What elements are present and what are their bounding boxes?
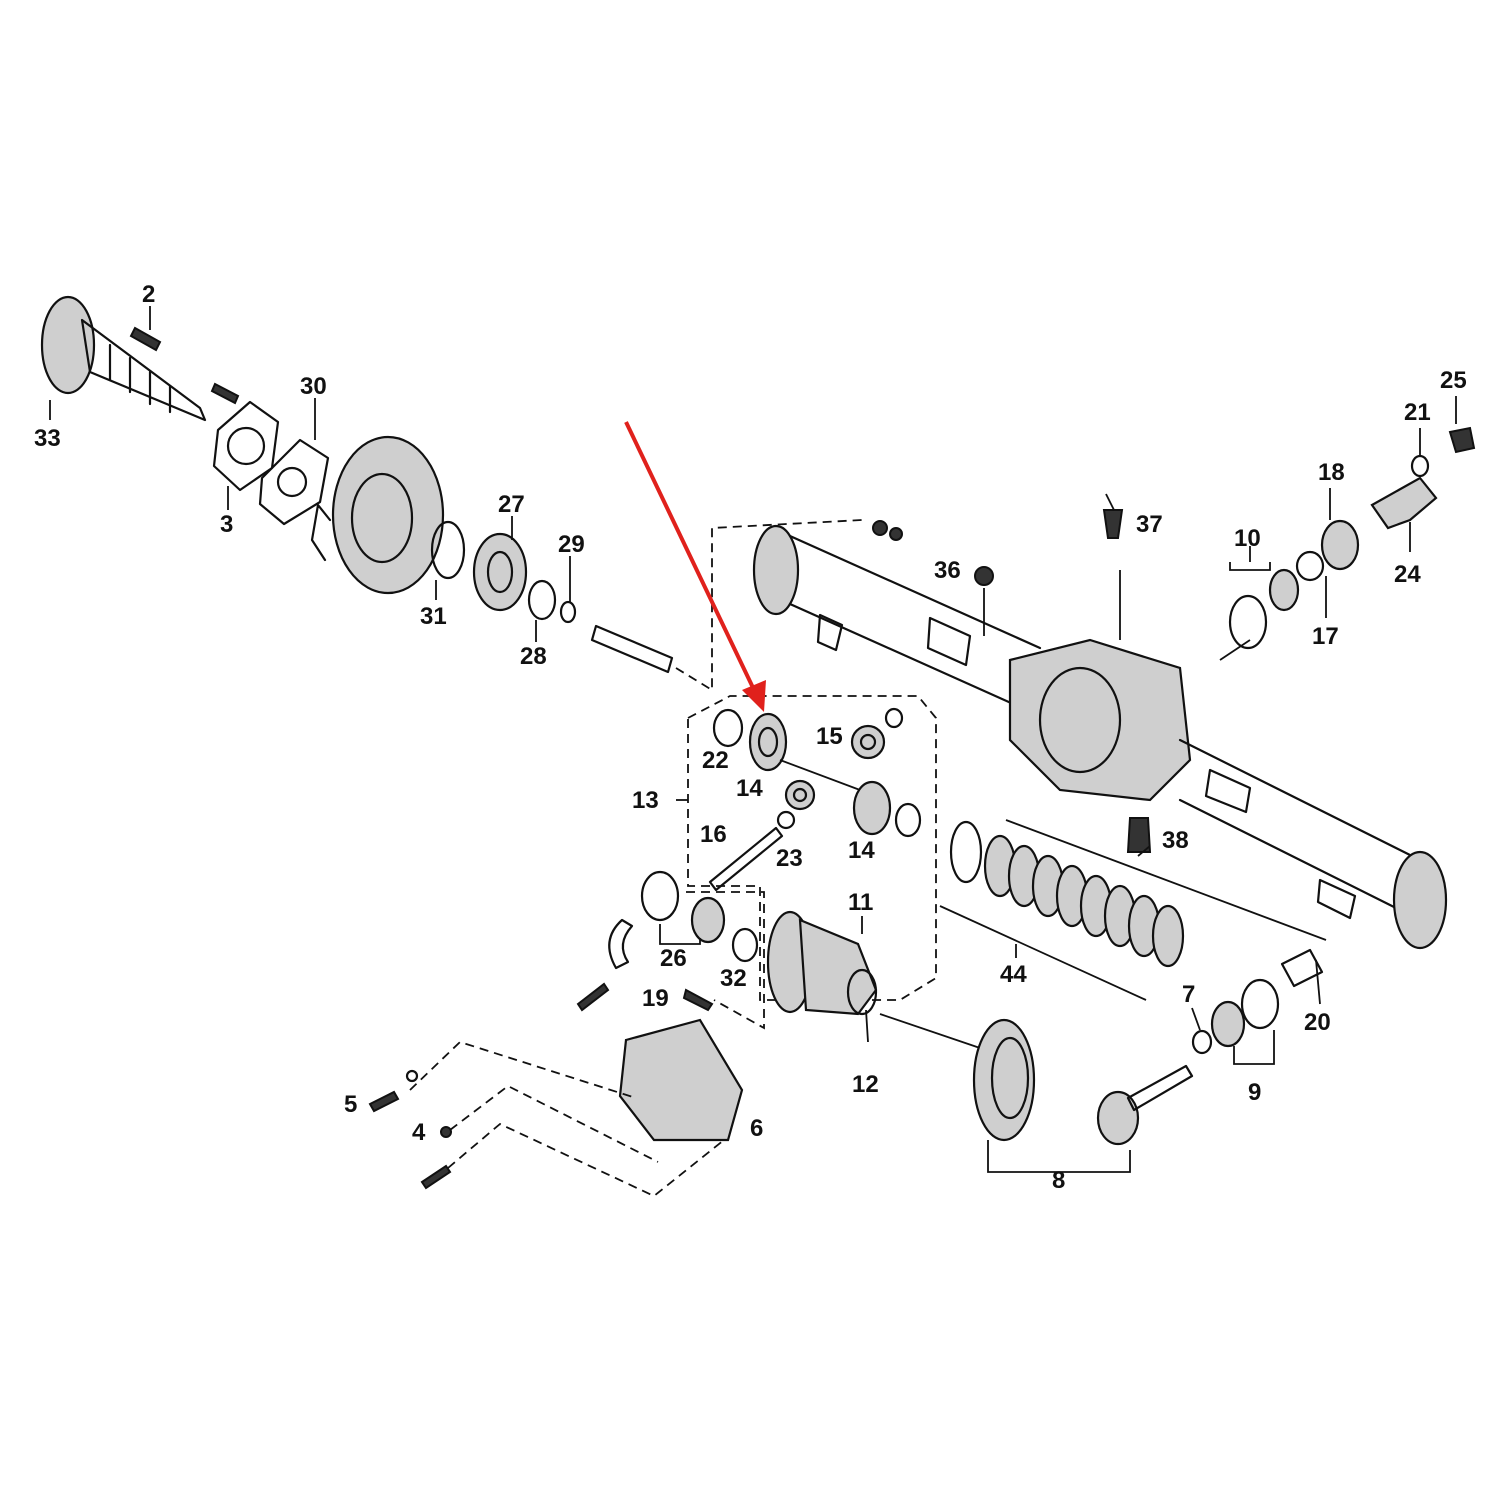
label-25: 25 <box>1440 367 1467 394</box>
label-14b: 14 <box>848 837 875 864</box>
label-38: 38 <box>1162 827 1189 854</box>
label-8: 8 <box>1052 1167 1065 1194</box>
pinion-gear-lower <box>784 779 816 811</box>
seal <box>430 520 466 580</box>
cover-bolt-5 <box>368 1090 400 1113</box>
bearing-cup <box>640 870 680 922</box>
differential-gear-kit-box <box>687 695 937 1001</box>
label-17: 17 <box>1312 623 1339 650</box>
spacer <box>1280 948 1324 988</box>
label-16: 16 <box>700 821 727 848</box>
yoke <box>1370 476 1438 530</box>
label-15: 15 <box>816 723 843 750</box>
bearing <box>472 532 528 612</box>
label-26: 26 <box>660 945 687 972</box>
clutch-pack <box>949 820 1185 968</box>
pinion-shaft <box>708 826 784 892</box>
label-13: 13 <box>632 787 659 814</box>
breather <box>1102 509 1124 539</box>
label-6: 6 <box>750 1115 763 1142</box>
retainer-plate <box>212 400 280 492</box>
drive-pinion <box>1096 1064 1194 1146</box>
bolt-2 <box>129 326 162 352</box>
fill-plug-4 <box>440 1126 452 1138</box>
label-28: 28 <box>520 643 547 670</box>
vent-plug <box>974 566 994 586</box>
label-33: 33 <box>34 425 61 452</box>
bearing-cap <box>608 918 634 970</box>
label-2: 2 <box>142 281 155 308</box>
label-31: 31 <box>420 603 447 630</box>
washer <box>1295 550 1325 582</box>
label-4: 4 <box>412 1119 426 1146</box>
gasket <box>258 438 330 526</box>
label-32: 32 <box>720 965 747 992</box>
side-gear-14-right <box>852 780 892 836</box>
highlight-arrow <box>624 421 766 712</box>
label-30: 30 <box>300 373 327 400</box>
splined-shaft <box>590 624 674 674</box>
label-11: 11 <box>848 889 873 916</box>
housing-cover <box>618 1018 744 1142</box>
brake-drum <box>310 435 445 595</box>
pinion-seal <box>1320 519 1360 571</box>
ring-gear <box>972 1018 1036 1142</box>
pinion-inner-bearing <box>1210 1000 1246 1048</box>
part-labels: 2 3 4 5 6 7 8 9 10 11 12 13 14 14 15 16 … <box>34 281 1467 1194</box>
pinion-bearing <box>1268 568 1300 612</box>
collapsible-spacer <box>1191 1029 1213 1055</box>
fill-plug <box>1126 817 1152 853</box>
pinion-gear-15 <box>850 724 886 760</box>
label-24: 24 <box>1394 561 1421 588</box>
label-22: 22 <box>702 747 729 774</box>
label-5: 5 <box>344 1091 357 1118</box>
thrust-washer-22 <box>712 708 744 748</box>
label-12: 12 <box>852 1071 879 1098</box>
label-9: 9 <box>1248 1079 1261 1106</box>
bolt-19 <box>682 988 714 1012</box>
label-27: 27 <box>498 491 525 518</box>
cover-bolt <box>420 1164 452 1190</box>
label-10: 10 <box>1234 525 1261 552</box>
label-21: 21 <box>1404 399 1431 426</box>
leader-lines <box>49 306 1457 1031</box>
cap-bolt <box>576 982 610 1012</box>
retaining-ring <box>527 579 557 621</box>
bolt-3 <box>210 382 240 405</box>
pinion-bearing-cup <box>1228 594 1268 650</box>
shim <box>731 927 759 963</box>
thrust-washer-23 <box>776 810 796 830</box>
differential-case <box>766 910 878 1016</box>
label-7: 7 <box>1182 981 1195 1008</box>
axle-housing <box>752 524 1448 950</box>
side-bearing <box>690 896 726 944</box>
label-23: 23 <box>776 845 803 872</box>
axle-shaft <box>40 295 207 422</box>
label-20: 20 <box>1304 1009 1331 1036</box>
label-14a: 14 <box>736 775 763 802</box>
label-37: 37 <box>1136 511 1163 538</box>
pinion-inner-cup <box>1240 978 1280 1030</box>
label-36: 36 <box>934 557 961 584</box>
side-gear-14 <box>748 712 788 772</box>
pinion-nut <box>1448 426 1476 454</box>
label-18: 18 <box>1318 459 1345 486</box>
o-ring <box>559 600 577 624</box>
label-3: 3 <box>220 511 233 538</box>
label-19: 19 <box>642 985 669 1012</box>
label-44: 44 <box>1000 961 1027 988</box>
label-29: 29 <box>558 531 585 558</box>
